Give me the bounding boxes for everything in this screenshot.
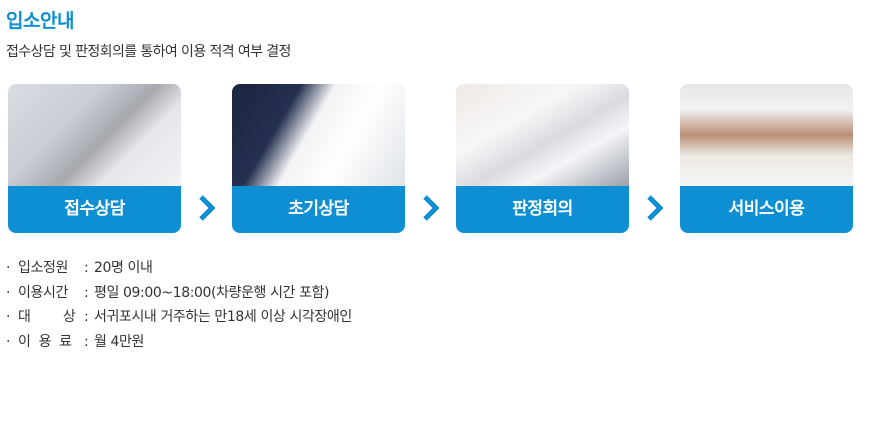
bullet: · xyxy=(6,309,11,325)
colon: : xyxy=(84,284,89,301)
chevron-right-icon xyxy=(199,195,216,221)
step-label: 초기상담 xyxy=(232,186,405,233)
phone-hands-photo xyxy=(8,84,181,186)
bullet: · xyxy=(6,260,11,276)
step-label: 서비스이용 xyxy=(680,186,853,233)
colon: : xyxy=(84,333,89,350)
info-key: 이 용 료 xyxy=(18,333,72,350)
info-row-capacity: · 입소정원:20명 이내 xyxy=(6,256,352,281)
info-row-fee: · 이 용 료: 월 4만원 xyxy=(6,330,352,355)
info-key: 이용시간 xyxy=(18,284,68,301)
admission-info-list: ·입소정원:20명 이내 ·이용시간:평일 09:00~18:00(차량운행 시… xyxy=(6,256,352,354)
step-card-initial-consultation[interactable]: 초기상담 xyxy=(232,84,405,233)
page-title: 입소안내 xyxy=(6,10,74,32)
info-row-hours: · 이용시간: 평일 09:00~18:00(차량운행 시간 포함) xyxy=(6,281,352,306)
colon: : xyxy=(84,309,89,325)
info-value: 월 4만원 xyxy=(94,333,144,350)
info-key: 입소정원 xyxy=(18,260,68,276)
step-card-decision-meeting[interactable]: 판정회의 xyxy=(456,84,629,233)
braille-reading-photo xyxy=(680,84,853,186)
admission-process-steps: 접수상담 초기상담 판정회의 서비스이용 xyxy=(0,84,870,234)
chevron-right-icon xyxy=(423,195,440,221)
info-value: 평일 09:00~18:00(차량운행 시간 포함) xyxy=(94,284,330,301)
step-card-service-use[interactable]: 서비스이용 xyxy=(680,84,853,233)
info-row-eligibility: · 대 상: 서귀포시내 거주하는 만18세 이상 시각장애인 xyxy=(6,305,352,330)
step-card-intake-consultation[interactable]: 접수상담 xyxy=(8,84,181,233)
info-key: 대 상 xyxy=(18,309,76,325)
info-value: 20명 이내 xyxy=(94,260,153,276)
page-subtitle: 접수상담 및 판정회의를 통하여 이용 적격 여부 결정 xyxy=(6,44,291,60)
consultation-documents-photo xyxy=(232,84,405,186)
step-label: 판정회의 xyxy=(456,186,629,233)
step-label: 접수상담 xyxy=(8,186,181,233)
meeting-table-photo xyxy=(456,84,629,186)
info-value: 서귀포시내 거주하는 만18세 이상 시각장애인 xyxy=(94,309,352,325)
colon: : xyxy=(84,260,89,276)
chevron-right-icon xyxy=(647,195,664,221)
bullet: · xyxy=(6,284,11,301)
bullet: · xyxy=(6,333,11,350)
